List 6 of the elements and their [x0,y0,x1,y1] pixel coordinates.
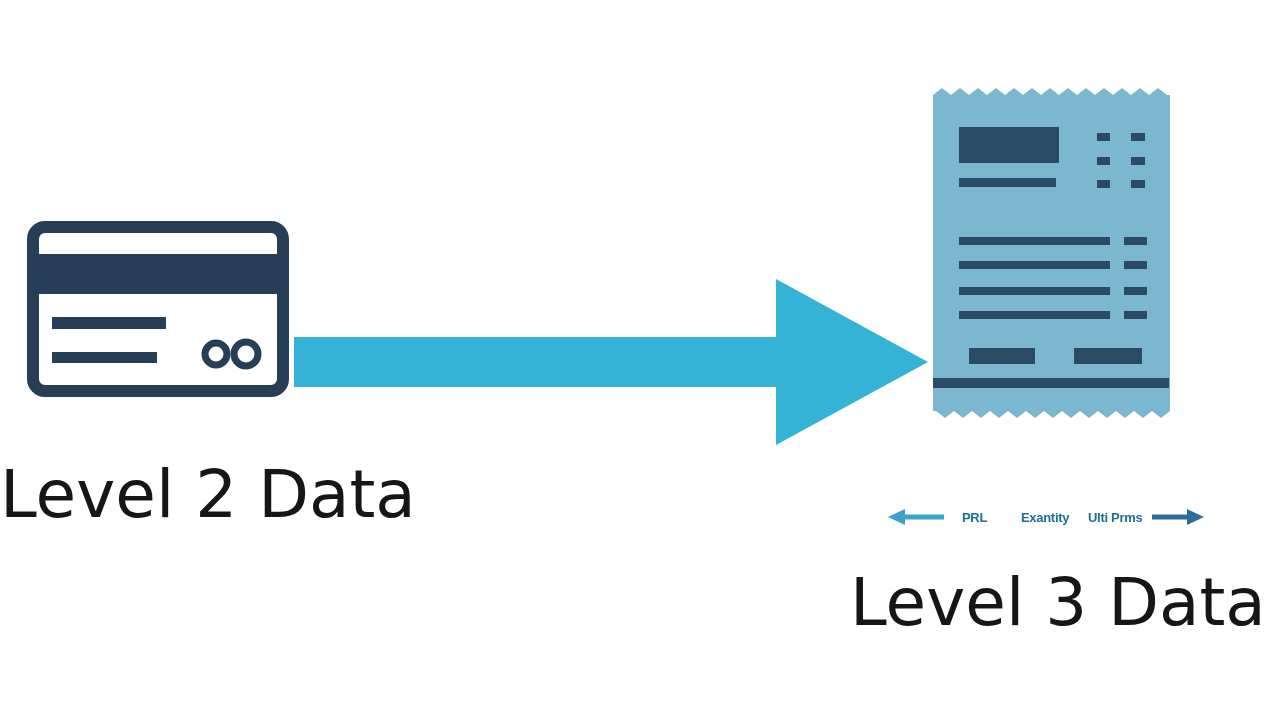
column-label: Ulti Prms [1088,511,1143,524]
column-label: PRL [962,511,988,524]
node-title: Level 3 Data [850,570,1266,636]
node-title: Level 2 Data [0,462,416,528]
column-label: Exantity [1021,511,1070,524]
arrow [294,279,928,445]
